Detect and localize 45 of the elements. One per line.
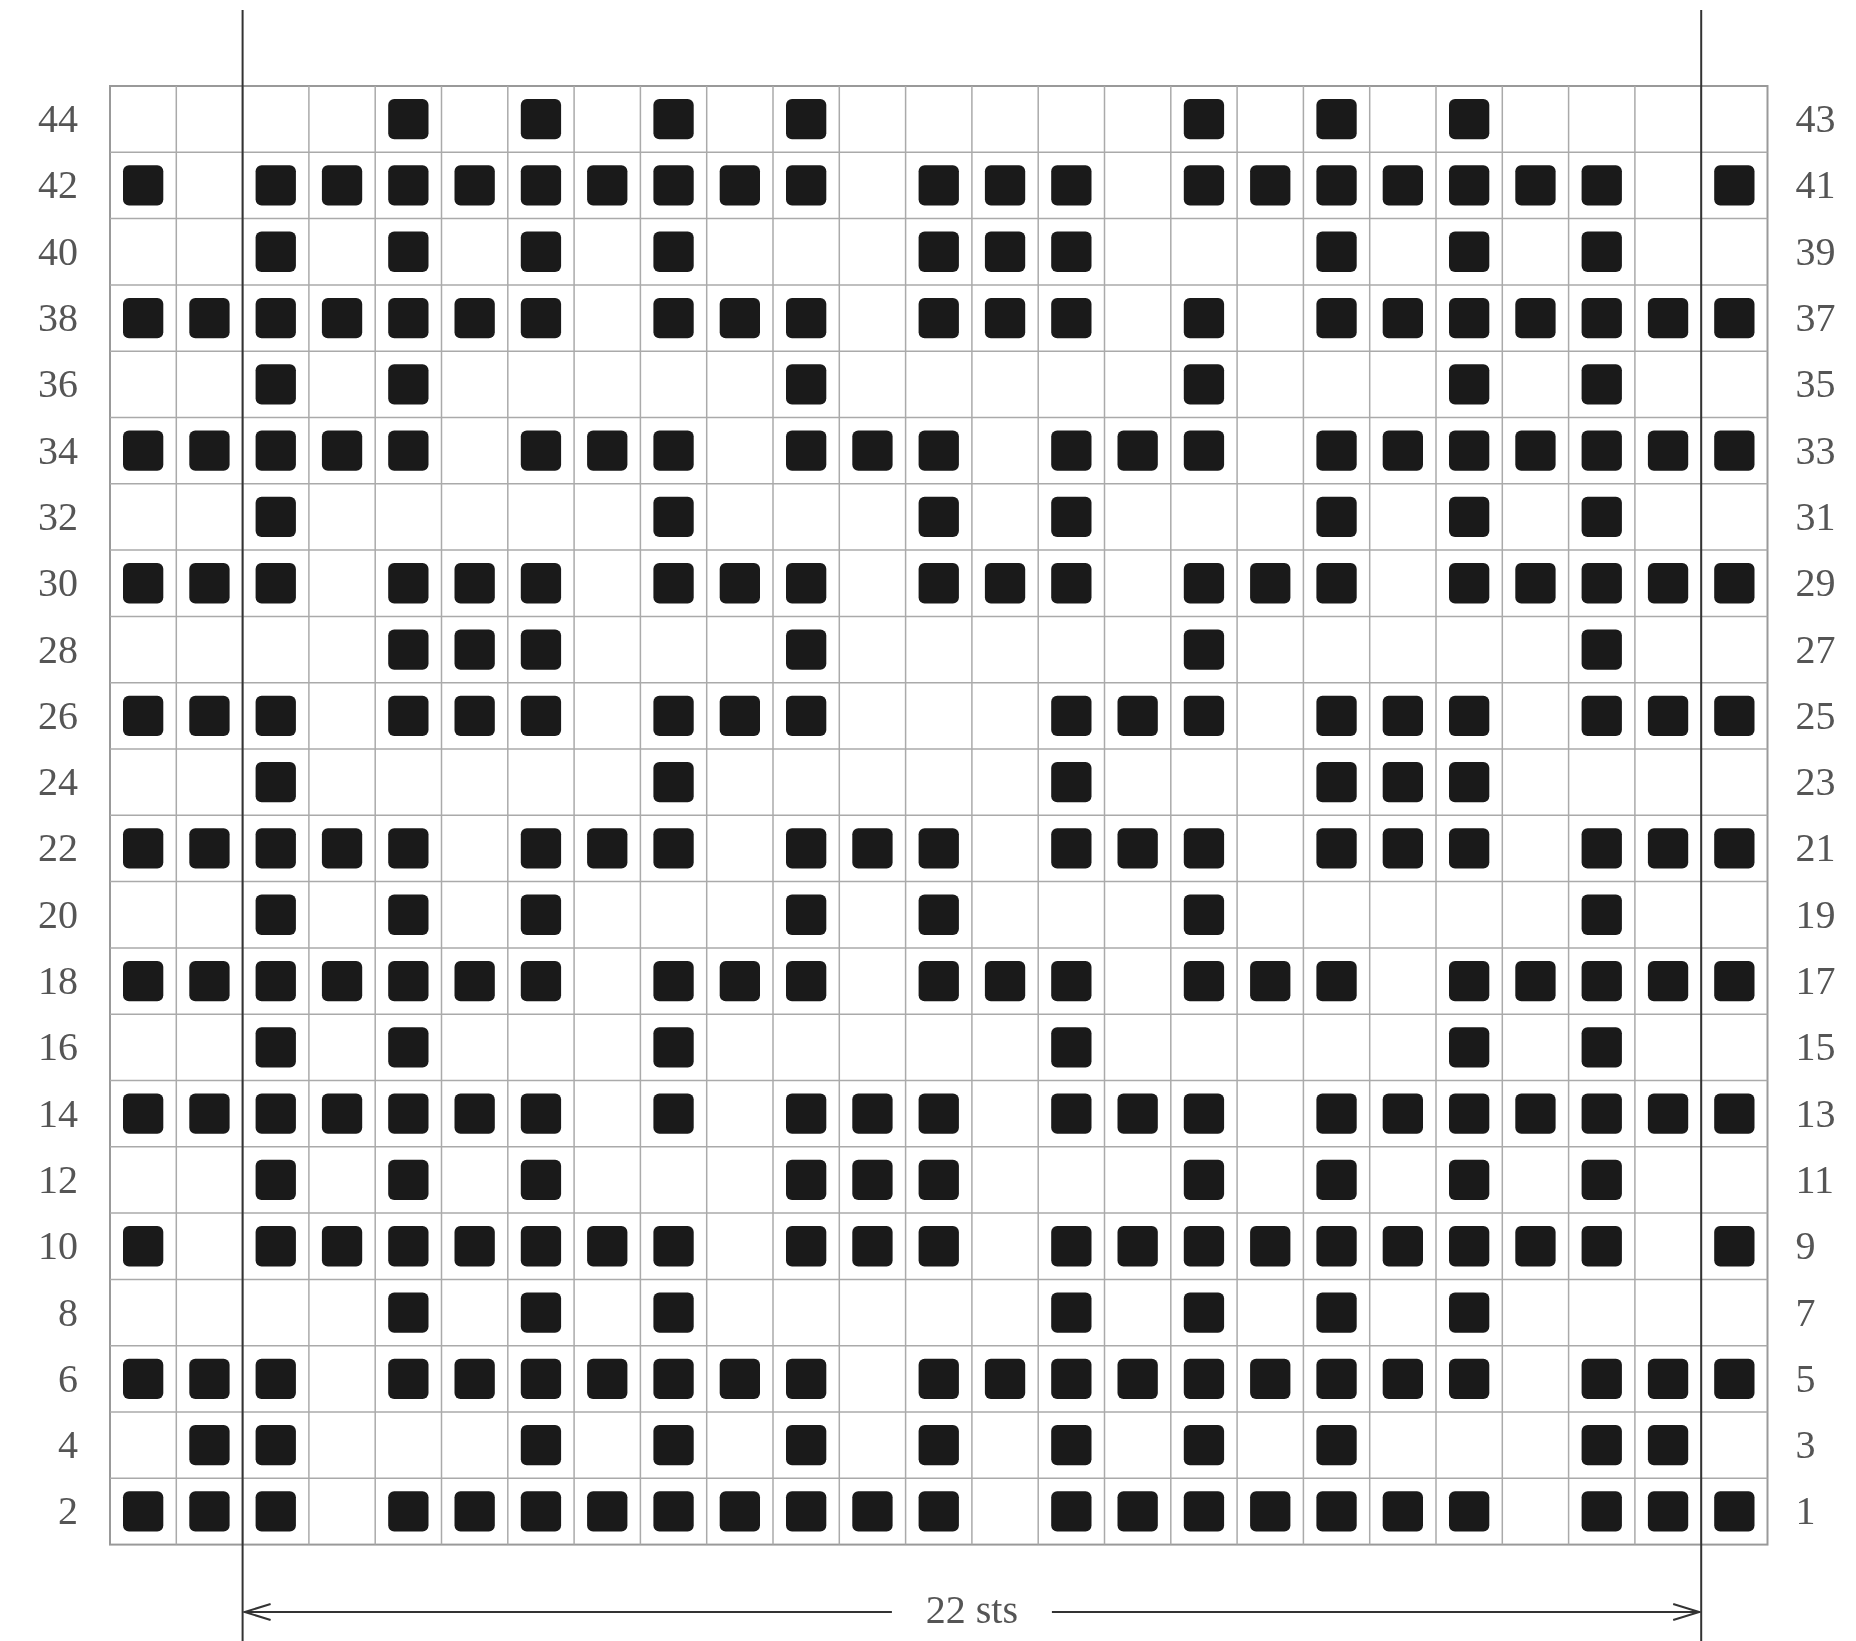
row-number: 19 bbox=[1795, 892, 1836, 937]
row-number: 30 bbox=[38, 561, 78, 606]
row-number: 5 bbox=[1795, 1356, 1816, 1401]
row-number: 23 bbox=[1795, 760, 1836, 805]
row-number: 44 bbox=[38, 97, 78, 142]
row-number: 32 bbox=[38, 494, 78, 539]
row-number: 14 bbox=[38, 1091, 78, 1136]
row-number: 33 bbox=[1795, 428, 1836, 473]
row-number: 22 bbox=[38, 826, 78, 871]
row-number: 27 bbox=[1795, 627, 1836, 672]
row-number: 4 bbox=[58, 1423, 78, 1468]
row-number: 21 bbox=[1795, 826, 1836, 871]
row-number: 38 bbox=[38, 296, 78, 341]
row-number: 2 bbox=[58, 1489, 78, 1534]
row-number: 17 bbox=[1795, 959, 1836, 1004]
row-number: 34 bbox=[38, 428, 78, 473]
row-number: 15 bbox=[1795, 1025, 1836, 1070]
row-number: 16 bbox=[38, 1025, 78, 1070]
row-number: 40 bbox=[38, 229, 78, 274]
row-number: 25 bbox=[1795, 693, 1836, 738]
row-number: 35 bbox=[1795, 362, 1836, 407]
row-number: 6 bbox=[58, 1356, 78, 1401]
row-number: 43 bbox=[1795, 97, 1836, 142]
row-number: 3 bbox=[1795, 1423, 1816, 1468]
row-number: 13 bbox=[1795, 1091, 1836, 1136]
row-number: 28 bbox=[38, 627, 78, 672]
row-number: 1 bbox=[1795, 1489, 1816, 1534]
row-number: 10 bbox=[38, 1224, 78, 1269]
row-number: 11 bbox=[1795, 1157, 1834, 1202]
dimension-label: 22 sts bbox=[925, 1588, 1018, 1632]
row-number: 8 bbox=[58, 1290, 78, 1335]
row-number: 20 bbox=[38, 892, 78, 937]
row-number: 12 bbox=[38, 1157, 78, 1202]
row-number: 37 bbox=[1795, 296, 1836, 341]
row-number: 24 bbox=[38, 760, 78, 805]
row-number: 18 bbox=[38, 959, 78, 1004]
row-number: 7 bbox=[1795, 1290, 1816, 1335]
row-number: 29 bbox=[1795, 561, 1836, 606]
row-number: 31 bbox=[1795, 494, 1836, 539]
row-number: 9 bbox=[1795, 1224, 1816, 1269]
row-number: 26 bbox=[38, 693, 78, 738]
row-number: 41 bbox=[1795, 163, 1836, 208]
row-number: 39 bbox=[1795, 229, 1836, 274]
row-number: 42 bbox=[38, 163, 78, 208]
row-number: 36 bbox=[38, 362, 78, 407]
